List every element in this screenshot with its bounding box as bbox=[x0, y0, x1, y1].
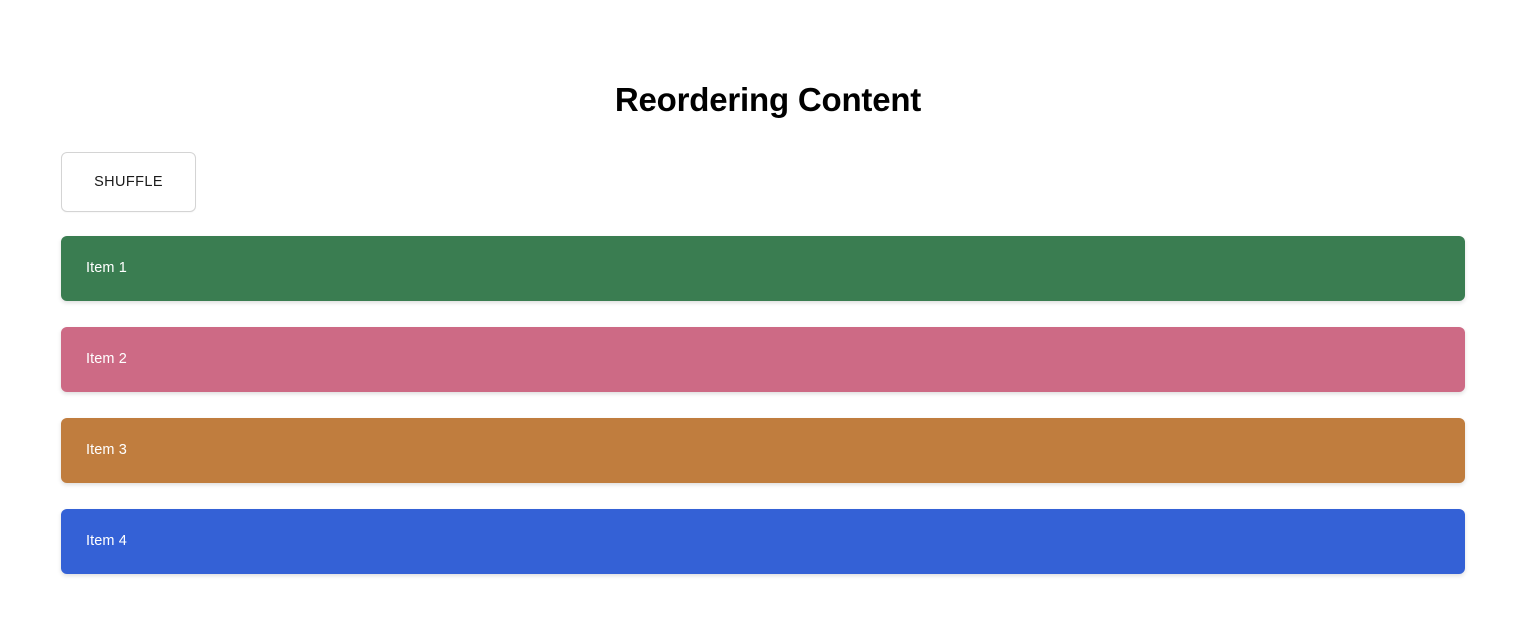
list-item-label: Item 1 bbox=[86, 260, 127, 277]
list-item-label: Item 4 bbox=[86, 533, 127, 550]
list-item[interactable]: Item 2 bbox=[61, 327, 1465, 392]
list-item[interactable]: Item 1 bbox=[61, 236, 1465, 301]
list-item[interactable]: Item 3 bbox=[61, 418, 1465, 483]
reorderable-item-list: Item 1 Item 2 Item 3 Item 4 bbox=[61, 236, 1465, 574]
page-title: Reordering Content bbox=[614, 81, 922, 119]
list-item[interactable]: Item 4 bbox=[61, 509, 1465, 574]
shuffle-button[interactable]: SHUFFLE bbox=[61, 152, 196, 212]
list-item-label: Item 2 bbox=[86, 351, 127, 368]
list-item-label: Item 3 bbox=[86, 442, 127, 459]
